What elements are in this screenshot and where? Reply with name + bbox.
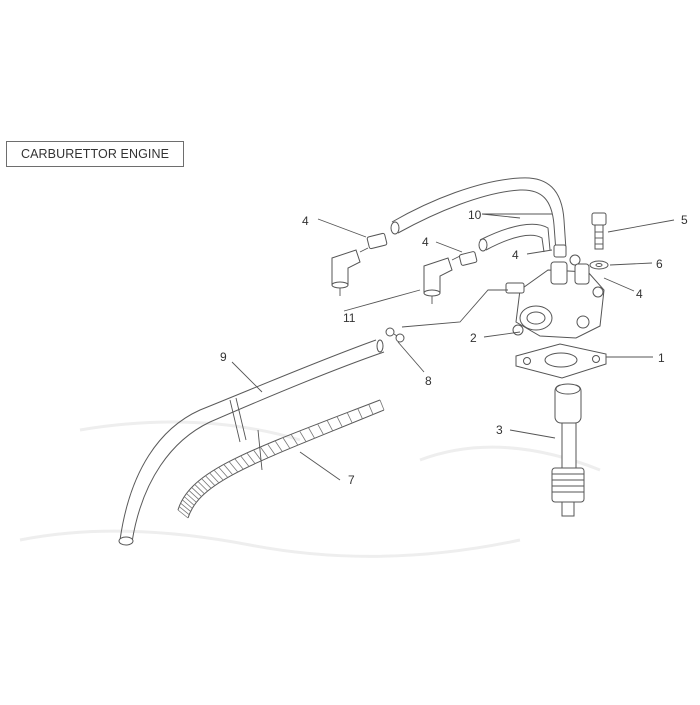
callout-3: 3 (496, 423, 503, 437)
sleeve-rib (267, 443, 276, 455)
callout-2: 2 (470, 331, 477, 345)
callout-7: 7 (348, 473, 355, 487)
sleeve-rib (213, 469, 224, 481)
sleeve-rib (282, 437, 291, 449)
callout-4-mid: 4 (422, 235, 429, 249)
sleeve-rib (308, 427, 315, 439)
sleeve-rib (274, 440, 283, 452)
part-9-hose (118, 339, 385, 546)
sleeve-rib (379, 399, 385, 411)
sleeve-rib (234, 458, 244, 470)
part-4-clamps (366, 232, 581, 266)
diagram-title: CARBURETTOR ENGINE (6, 141, 184, 167)
sleeve-rib (188, 490, 200, 500)
sleeve-rib (184, 496, 195, 506)
part-7-corrugated-sleeve (177, 399, 385, 519)
callout-4-far-right: 4 (636, 287, 643, 301)
callout-6: 6 (656, 257, 663, 271)
sleeve-rib (240, 455, 250, 467)
part-11-elbows (331, 247, 461, 304)
sleeve-rib (253, 449, 262, 461)
part-1-gasket (515, 343, 607, 379)
leader-lines (231, 213, 675, 481)
sleeve-rib (191, 487, 202, 497)
sleeve-rib (178, 506, 190, 516)
sleeve-rib (368, 404, 374, 415)
part-10-hose (390, 177, 567, 253)
sleeve-rib (197, 481, 208, 492)
sleeve-rib (336, 416, 343, 428)
sleeve-rib (317, 423, 324, 435)
sleeve-rib (228, 461, 239, 473)
part-8-clip (385, 327, 405, 343)
part-3-drive-shaft (551, 383, 585, 517)
callout-5: 5 (681, 213, 688, 227)
sleeve-rib (357, 408, 363, 419)
background-shading (19, 420, 601, 558)
part-5-bolt (591, 212, 607, 250)
callout-9: 9 (220, 350, 227, 364)
callout-8: 8 (425, 374, 432, 388)
sleeve-rib (186, 493, 197, 503)
sleeve-rib (326, 420, 334, 432)
sleeve-rib (177, 509, 189, 519)
callout-11: 11 (343, 311, 356, 325)
sleeve-rib (260, 446, 269, 458)
sleeve-rib (223, 464, 233, 476)
callout-4-right: 4 (512, 248, 519, 262)
callout-1: 1 (658, 351, 665, 365)
sleeve-rib (346, 412, 353, 424)
sleeve-rib (194, 484, 205, 495)
callout-4-left: 4 (302, 214, 309, 228)
sleeve-rib (299, 430, 307, 442)
sleeve-rib (209, 472, 220, 484)
sleeve-rib (290, 434, 299, 446)
sleeve-rib (218, 467, 229, 478)
part-2-oil-pump (505, 261, 605, 339)
callout-10: 10 (468, 208, 482, 222)
sleeve-rib (182, 499, 193, 509)
sleeve-rib (201, 478, 212, 489)
sleeve-rib (180, 502, 191, 512)
sleeve-rib (205, 475, 216, 486)
sleeve-rib (246, 452, 256, 464)
